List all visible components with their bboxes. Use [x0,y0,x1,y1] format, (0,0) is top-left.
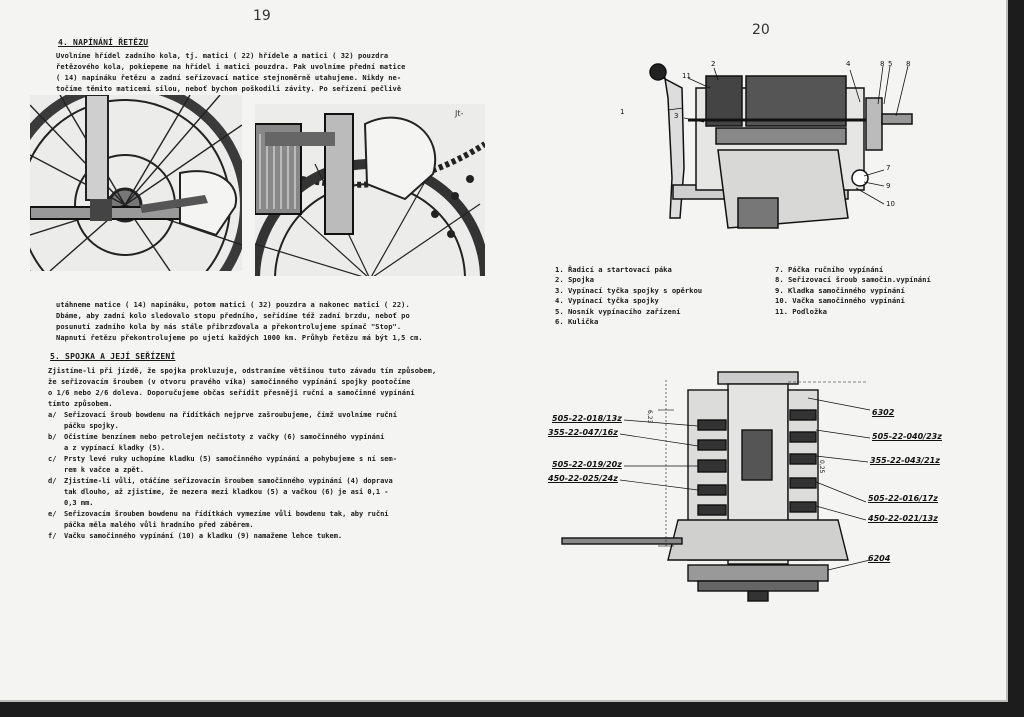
paragraph-line: Uvolníme hřídel zadního kola, tj. matici… [56,52,389,60]
dim-label-1: 6,23 [646,410,653,424]
gear-label-10: 6204 [868,554,891,563]
step-text: Prsty levé ruky uchopíme kladku (5) samo… [64,455,397,463]
section-4-paragraph-2: utáhneme matice ( 14) napínáku, potom ma… [56,300,423,344]
step-marker: b/ [48,433,57,441]
callout-1: 1 [620,108,625,116]
photo-rear-wheel-adjust [30,95,242,271]
callout-2: 2 [711,60,716,68]
gear-label-6: 505-22-040/23z [872,432,942,441]
step-text: Seřizovací šroub bowdenu na řídítkách ne… [64,411,397,419]
step-marker: a/ [48,411,57,419]
gear-label-3: 505-22-019/20z [552,460,622,469]
gear-label-1: 505-22-018/13z [552,414,622,423]
step-marker [48,421,64,432]
page-number-right: 20 [752,22,770,38]
legend-item: 10. Vačka samočinného vypínání [775,296,905,306]
step-marker: c/ [48,455,57,463]
paragraph-line: Zjistíme-li při jízdě, že spojka prokluz… [48,367,437,375]
dim-label-2: 0,25 [818,460,825,474]
callout-9: 9 [886,182,891,190]
step-line: c/Prsty levé ruky uchopíme kladku (5) sa… [48,454,397,465]
paragraph-line: Dbáme, aby zadní kolo sledovalo stopu př… [56,312,410,320]
step-marker: f/ [48,532,57,540]
step-marker [48,487,64,498]
gear-label-8: 505-22-016/17z [868,494,938,503]
paragraph-line: tímto způsobem. [48,400,113,408]
step-text: 0,3 mm. [64,499,94,507]
page-number-left: 19 [253,8,271,24]
legend-item: 6. Kulička [555,317,599,327]
section-4-paragraph-1: Uvolníme hřídel zadního kola, tj. matici… [56,51,405,95]
legend-item: 1. Řadicí a startovací páka [555,265,672,274]
gear-label-2: 355-22-047/16z [548,428,618,437]
step-line: a z vypínací kladky (5). [48,443,397,454]
step-text: páčka měla malého vůli hradního před záb… [64,521,254,529]
callout-11: 11 [682,72,691,80]
section-5-intro: Zjistíme-li při jízdě, že spojka prokluz… [48,366,436,410]
step-line: páčka měla malého vůli hradního před záb… [48,520,397,531]
paragraph-line: točíme těmito maticemi silou, neboť bych… [56,85,402,93]
paragraph-line: posunutí zadního kola by nás stále přibr… [56,323,402,331]
step-marker [48,443,64,454]
step-text: Seřizovacím šroubem bowdenu na řídítkách… [64,510,389,518]
section-5-steps: a/Seřizovací šroub bowdenu na řídítkách … [48,410,397,542]
callout-8a: 8 [880,60,885,68]
section-4-heading: 4. NAPÍNÁNÍ ŘETĚZU [58,38,149,47]
step-text: rem k vačce a zpět. [64,466,145,474]
scanned-page-spread: 19 4. NAPÍNÁNÍ ŘETĚZU Uvolníme hřídel za… [0,0,1008,702]
paragraph-line: ( 14) napínáku řetězu a zadní seřizovací… [56,74,402,82]
diagram-gearbox-section: 505-22-018/13z 355-22-047/16z 505-22-019… [548,370,968,602]
step-line: 0,3 mm. [48,498,397,509]
callout-7: 7 [886,164,891,172]
callout-4: 4 [846,60,851,68]
step-marker [48,498,64,509]
callout-8b: 8 [906,60,911,68]
step-marker [48,520,64,531]
step-marker [48,465,64,476]
legend-item: 3. Vypínací tyčka spojky s opěrkou [555,285,703,295]
step-text: a z vypínací kladky (5). [64,444,166,452]
step-line: d/Zjistíme-li vůli, otáčíme seřizovacím … [48,476,397,487]
step-line: páčku spojky. [48,421,397,432]
step-line: f/Vačku samočinného vypínání (10) a klad… [48,531,397,542]
step-line: tak dlouho, až zjistíme, že mezera mezi … [48,487,397,498]
step-text: Očistíme benzínem nebo petrolejem nečist… [64,433,385,441]
callout-10: 10 [886,200,895,208]
step-line: a/Seřizovací šroub bowdenu na řídítkách … [48,410,397,421]
callout-3: 3 [674,112,679,120]
step-line: rem k vačce a zpět. [48,465,397,476]
step-line: e/Seřizovacím šroubem bowdenu na řídítká… [48,509,397,520]
legend-item: 9. Kladka samočinného vypínání [775,285,905,295]
legend-item: 7. Páčka ručního vypínání [775,265,884,274]
section-5-heading: 5. SPOJKA A JEJÍ SEŘÍZENÍ [50,352,176,361]
step-text: Zjistíme-li vůli, otáčíme seřizovacím šr… [64,477,393,485]
step-marker: d/ [48,477,57,485]
step-text: páčku spojky. [64,422,119,430]
legend-item: 8. Seřizovací šroub samočin.vypínání [775,275,931,285]
legend-item: 4. Vypínací tyčka spojky [555,296,659,306]
photo-chain-tensioner: Jt- [255,104,485,276]
paragraph-line: o 1/6 nebo 2/6 doleva. Doporučujeme obča… [48,389,415,397]
gear-label-9: 450-22-021/13z [868,514,938,523]
legend-item: 5. Nosník vypínacího zařízení [555,306,681,316]
paragraph-line: že seřizovacím šroubem (v otvoru pravého… [48,378,411,386]
step-text: tak dlouho, až zjistíme, že mezera mezi … [64,488,389,496]
gear-label-5: 6302 [872,408,895,417]
callout-5: 5 [888,60,893,68]
diagram-clutch-assembly: 1 11 2 3 4 8 5 8 7 9 10 [620,58,918,240]
gear-label-4: 450-22-025/24z [548,474,618,483]
paragraph-line: Napnutí řetězu překontrolujeme po ujetí … [56,334,423,342]
paragraph-line: utáhneme matice ( 14) napínáku, potom ma… [56,301,410,309]
legend-item: 2. Spojka [555,275,594,285]
photo-tag: Jt- [454,109,463,118]
gear-label-7: 355-22-043/21z [870,456,940,465]
step-marker: e/ [48,510,57,518]
legend-item: 11. Podložka [775,306,827,316]
paragraph-line: řetězového kola, pokiepeme na hřídel i m… [56,63,406,71]
step-line: b/Očistíme benzínem nebo petrolejem neči… [48,432,397,443]
step-text: Vačku samočinného vypínání (10) a kladku… [64,532,343,540]
